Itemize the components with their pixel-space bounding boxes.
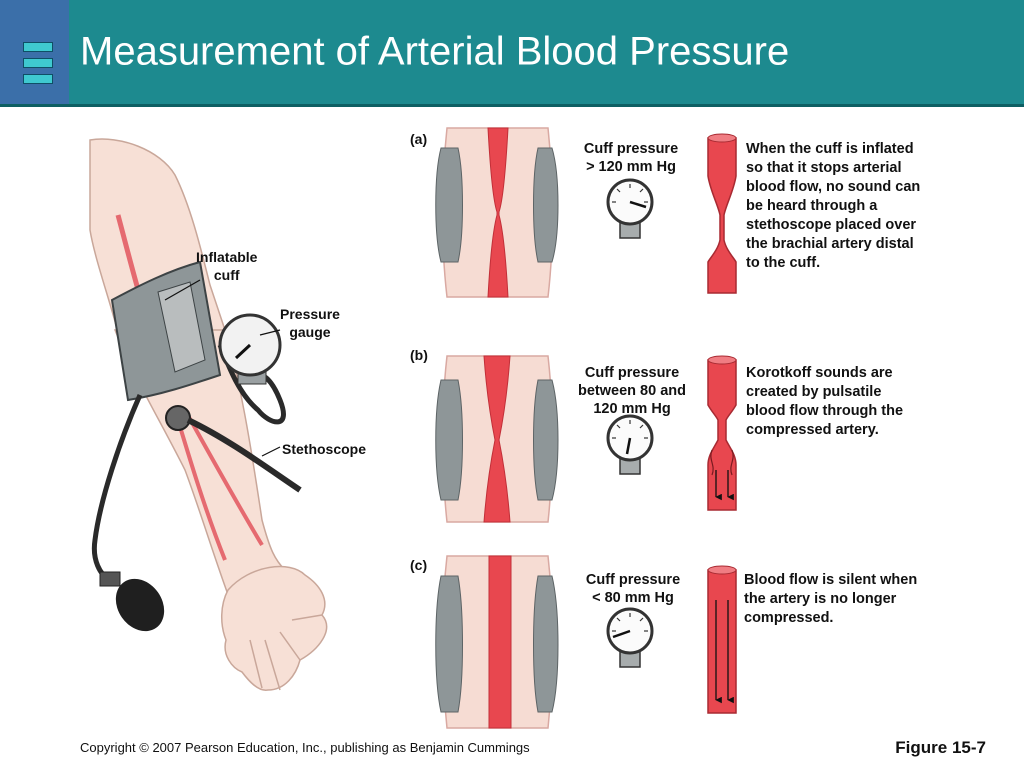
- slide-title: Measurement of Arterial Blood Pressure: [80, 29, 790, 74]
- gauge-needle: [234, 343, 252, 360]
- stethoscope-tube: [186, 417, 302, 493]
- gauge-a-needle: [629, 200, 647, 209]
- panel-b-letter: (b): [410, 347, 428, 363]
- pressure-gauge-label: Pressure gauge: [280, 306, 340, 340]
- panel-b-graphics: [435, 355, 737, 523]
- gauge-b-needle: [625, 437, 632, 455]
- panel-c-letter: (c): [410, 557, 428, 573]
- artery-side-c: [707, 569, 737, 714]
- artery-opening-c: [707, 565, 737, 575]
- panel-b-gauge-text: Cuff pressure between 80 and 120 mm Hg: [578, 365, 686, 417]
- cuff-left-c: [435, 575, 463, 713]
- stethoscope-leader: [261, 446, 281, 457]
- panel-a-graphics: [435, 127, 737, 298]
- panel-a-gauge-text: Cuff pressure > 120 mm Hg: [583, 141, 679, 175]
- header-divider: [0, 104, 1024, 107]
- cuff-right-c: [533, 575, 559, 713]
- stethoscope-chestpiece: [165, 405, 191, 431]
- gauge-c-needle: [612, 629, 631, 639]
- panel-b-description: Korotkoff sounds are created by pulsatil…: [746, 365, 904, 438]
- cuff-left-a: [435, 147, 463, 263]
- menu-bar-icon: [23, 74, 53, 84]
- menu-bar-icon: [23, 58, 53, 68]
- cuff-left-b: [435, 379, 463, 501]
- stethoscope-label: Stethoscope: [282, 441, 367, 457]
- arm-illustration: [89, 138, 328, 691]
- figure-label: Figure 15-7: [895, 738, 986, 757]
- inflatable-cuff-label: Inflatable cuff: [196, 249, 258, 283]
- copyright-notice: Copyright © 2007 Pearson Education, Inc.…: [80, 740, 530, 755]
- artery-c: [488, 555, 512, 729]
- cuff-leader: [164, 279, 201, 301]
- inflation-bulb: [115, 578, 165, 632]
- artery-b: [483, 355, 511, 523]
- panel-c-gauge-text: Cuff pressure < 80 mm Hg: [585, 572, 681, 606]
- artery-side-b: [707, 359, 737, 511]
- gauge-tube: [217, 344, 286, 425]
- panel-c-graphics: [435, 555, 737, 729]
- bulb-valve: [99, 571, 121, 587]
- panel-a-letter: (a): [410, 131, 428, 147]
- cuff-right-a: [533, 147, 559, 263]
- header-accent: [0, 0, 69, 104]
- cuff-right-b: [533, 379, 559, 501]
- panel-c-description: Blood flow is silent when the artery is …: [744, 572, 918, 626]
- title-bar: [0, 0, 1024, 104]
- artery-opening-b: [707, 355, 737, 365]
- artery-opening-a: [707, 133, 737, 143]
- cuff-velcro: [157, 281, 206, 373]
- artery-side-a: [707, 137, 737, 294]
- artery-a: [487, 127, 509, 298]
- fingers: [249, 614, 323, 691]
- bulb-tube: [91, 393, 143, 583]
- gauge-leader: [259, 329, 281, 336]
- menu-bar-icon: [23, 42, 53, 52]
- panel-a-description: When the cuff is inflated so that it sto…: [746, 141, 921, 271]
